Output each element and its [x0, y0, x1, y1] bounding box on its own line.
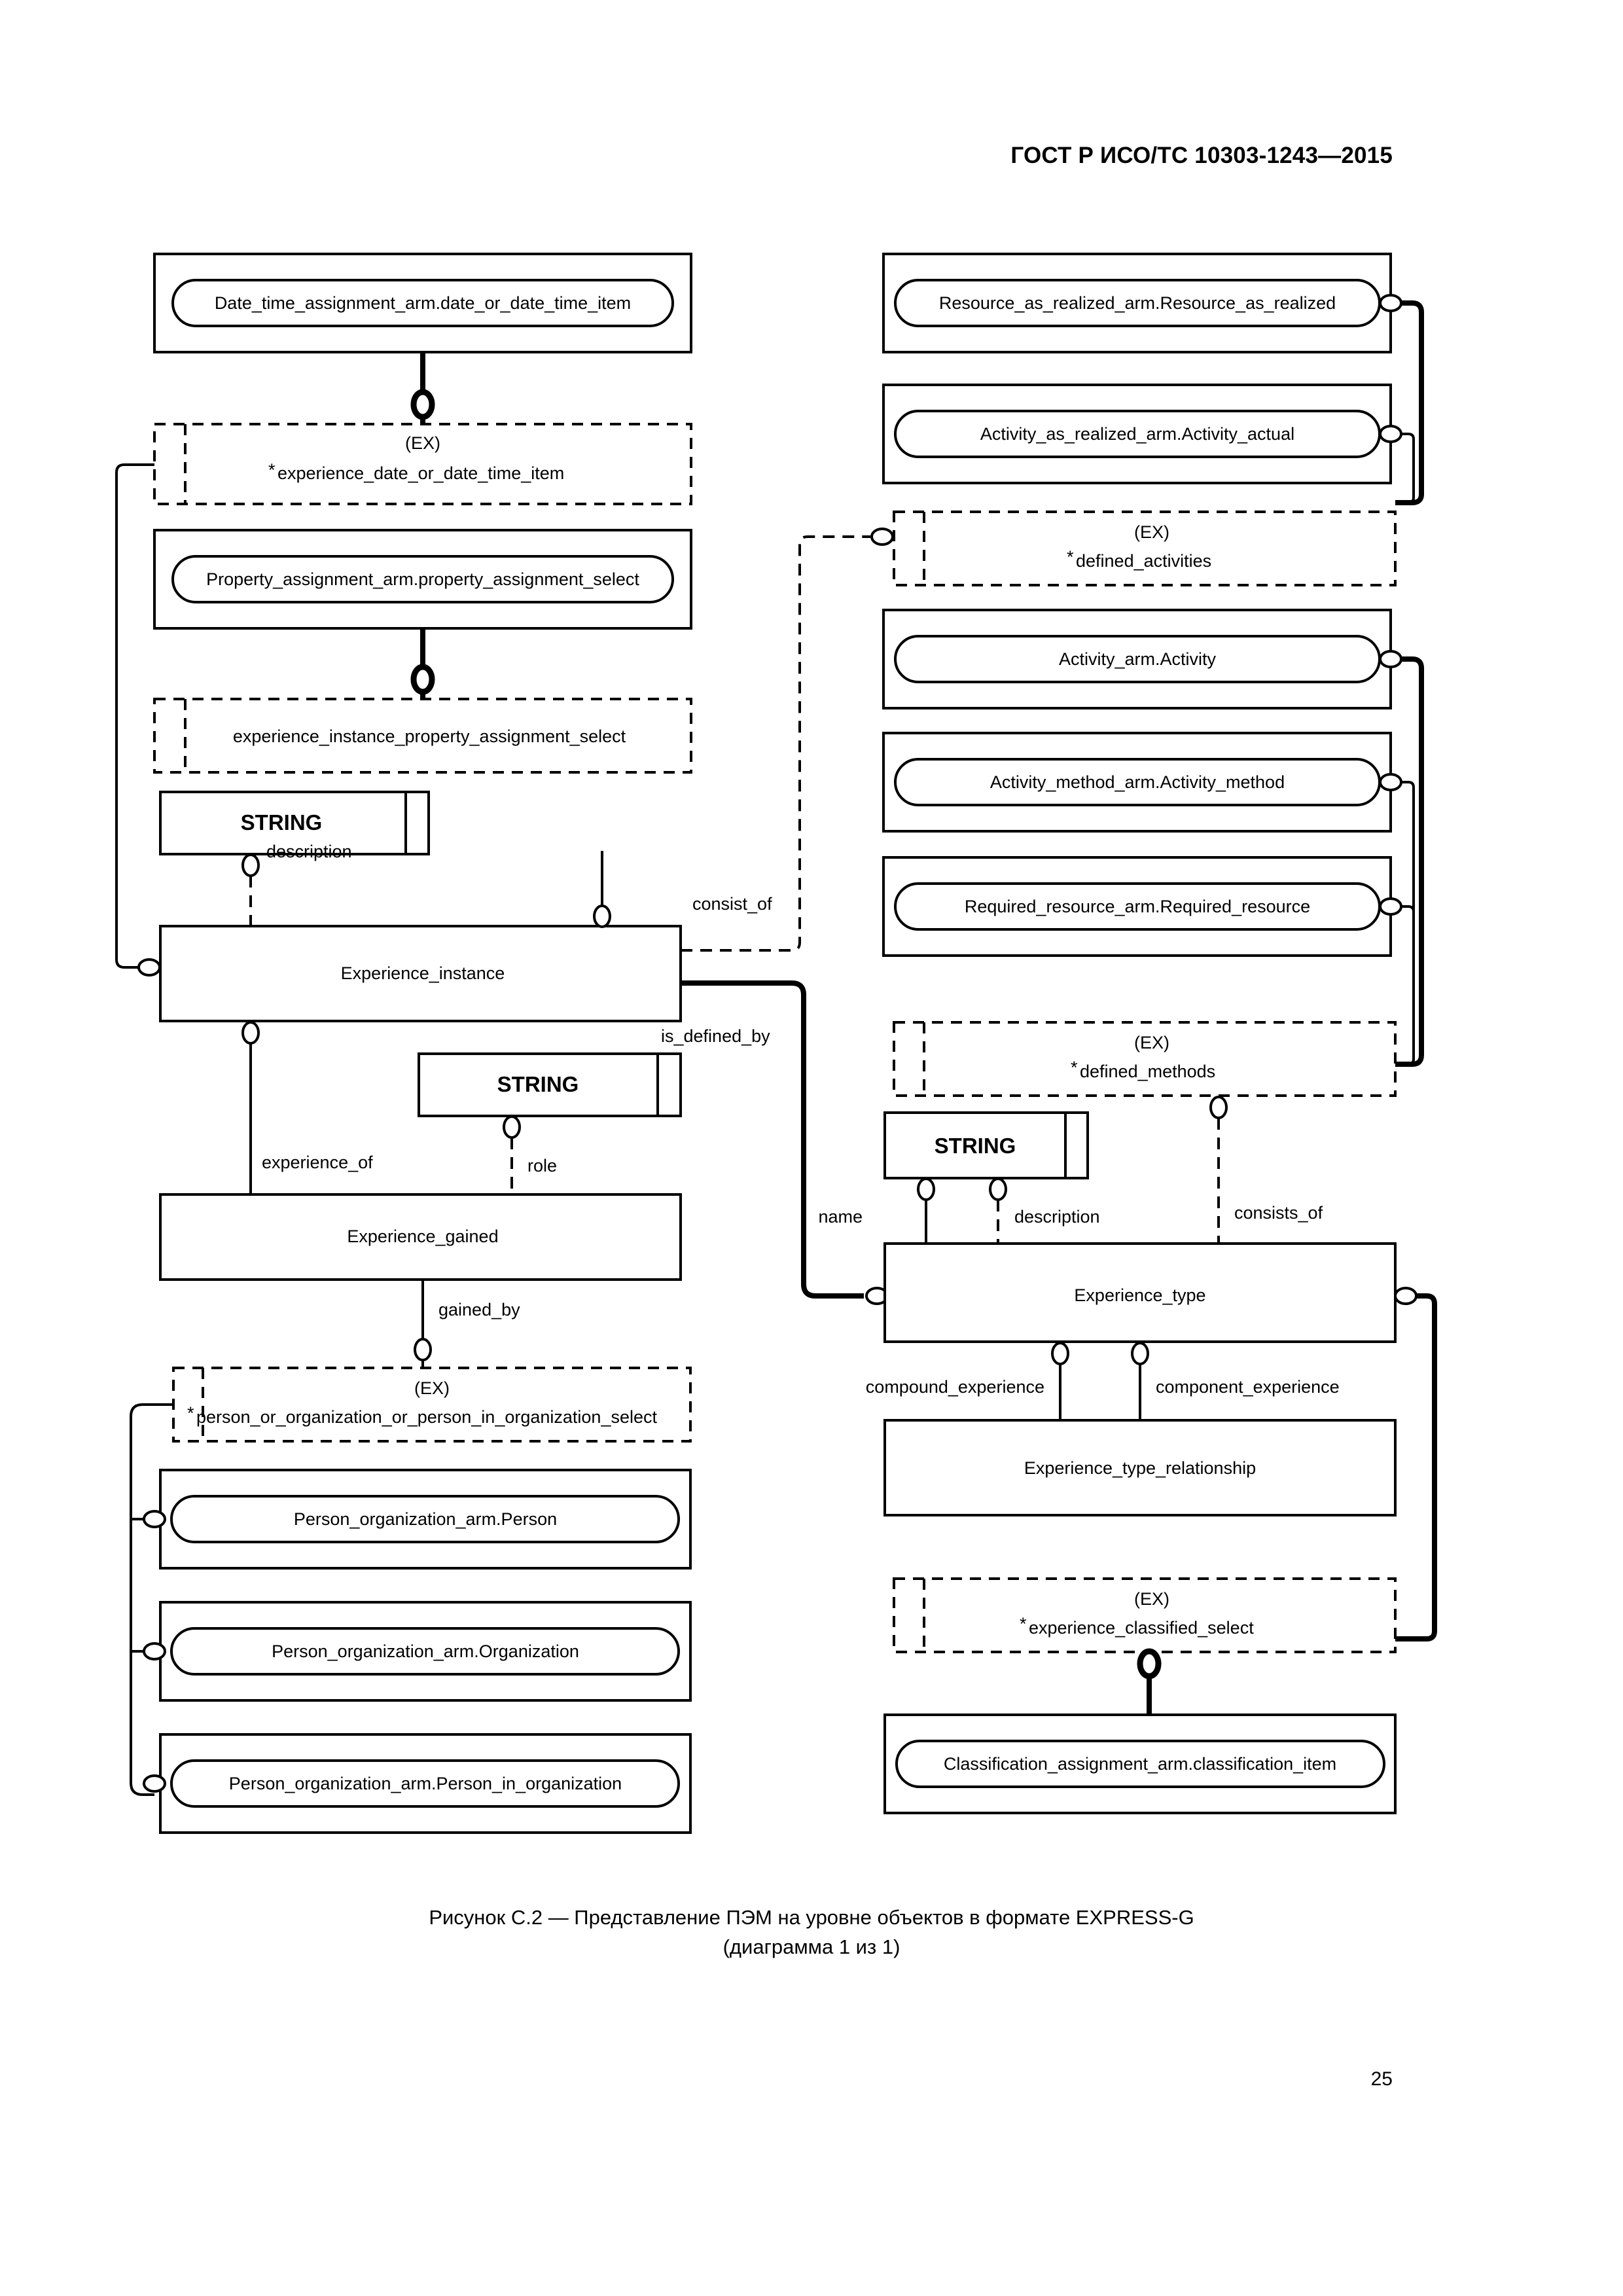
relation-circle: [1051, 1342, 1069, 1365]
document-header: ГОСТ Р ИСО/ТС 10303-1243—2015: [1010, 143, 1393, 168]
node-label: Resource_as_realized_arm.Resource_as_rea…: [939, 293, 1336, 313]
node-string-name-description: STRING: [883, 1111, 1089, 1179]
asterisk: *: [1067, 547, 1074, 567]
node-experience-gained: Experience_gained: [159, 1193, 682, 1281]
node-activity-method-page: Activity_method_arm.Activity_method: [882, 732, 1392, 833]
node-person-page: Person_organization_arm.Person: [159, 1469, 692, 1570]
relation-circle: [410, 389, 435, 420]
relation-circle: [1379, 773, 1402, 791]
node-experience-date-select: (EX) * experience_date_or_date_time_item: [153, 423, 692, 505]
node-resource-as-realized-page: Resource_as_realized_arm.Resource_as_rea…: [882, 253, 1392, 353]
node-string-role: STRING: [418, 1052, 682, 1117]
node-label: Property_assignment_arm.property_assignm…: [206, 569, 639, 589]
node-experience-instance: Experience_instance: [159, 925, 682, 1022]
node-experience-type: Experience_type: [883, 1242, 1397, 1343]
relation-circle: [1379, 294, 1402, 312]
node-label: Activity_arm.Activity: [1059, 649, 1217, 669]
relation-circle: [143, 1642, 166, 1660]
attr-label-description-right: description: [1014, 1207, 1100, 1227]
caption-line-1: Рисунок С.2 — Представление ПЭМ на уровн…: [429, 1906, 1194, 1929]
node-label: Date_time_assignment_arm.date_or_date_ti…: [215, 293, 631, 313]
node-label: Required_resource_arm.Required_resource: [965, 897, 1310, 916]
asterisk: *: [1020, 1614, 1027, 1634]
node-label: Person_organization_arm.Organization: [272, 1641, 579, 1661]
attr-label-consist-of: consist_of: [692, 894, 772, 914]
relation-circle: [593, 905, 611, 928]
node-label: experience_classified_select: [1029, 1618, 1254, 1638]
ex-marker: (EX): [1134, 522, 1169, 542]
relation-circle: [503, 1115, 521, 1139]
type-label: STRING: [497, 1072, 579, 1096]
attr-label-is-defined-by: is_defined_by: [661, 1026, 770, 1046]
relation-circle: [143, 1510, 166, 1528]
node-label: Person_organization_arm.Person_in_organi…: [229, 1774, 622, 1793]
attr-label-role: role: [527, 1156, 557, 1175]
node-label: Activity_method_arm.Activity_method: [990, 772, 1285, 792]
attr-label-description-left: description: [266, 842, 352, 861]
node-label: Experience_type: [1074, 1285, 1205, 1305]
attr-label-experience-of: experience_of: [262, 1153, 373, 1172]
node-label: experience_date_or_date_time_item: [277, 463, 564, 483]
type-label: STRING: [241, 810, 323, 834]
attr-label-compound-experience: compound_experience: [866, 1377, 1044, 1397]
relation-circle: [143, 1774, 166, 1793]
node-classification-item-page: Classification_assignment_arm.classifica…: [883, 1713, 1397, 1814]
node-label: experience_instance_property_assignment_…: [233, 726, 626, 746]
node-label: Experience_gained: [347, 1227, 498, 1246]
node-string-description-left: STRING: [159, 791, 430, 855]
node-organization-page: Person_organization_arm.Organization: [159, 1601, 692, 1702]
relation-circle: [241, 853, 260, 877]
relation-circle: [989, 1177, 1007, 1201]
node-experience-classified-select: (EX) * experience_classified_select: [893, 1577, 1397, 1653]
relation-circle: [414, 1338, 432, 1361]
node-defined-methods-select: (EX) * defined_methods: [893, 1021, 1397, 1097]
node-label: Experience_type_relationship: [1024, 1458, 1256, 1478]
relation-circle: [917, 1177, 935, 1201]
node-property-assignment-page: Property_assignment_arm.property_assignm…: [153, 529, 692, 630]
asterisk: *: [1071, 1058, 1078, 1077]
node-label: defined_methods: [1080, 1062, 1215, 1081]
node-activity-actual-page: Activity_as_realized_arm.Activity_actual: [882, 384, 1392, 484]
relation-circle: [137, 958, 161, 977]
asterisk: *: [187, 1403, 194, 1423]
node-label: Experience_instance: [341, 963, 505, 983]
relation-circle: [1394, 1287, 1418, 1305]
relation-circle: [1379, 897, 1402, 916]
node-person-in-organization-page: Person_organization_arm.Person_in_organi…: [159, 1733, 692, 1834]
node-label: person_or_organization_or_person_in_orga…: [196, 1407, 657, 1427]
node-person-or-org-select: (EX) * person_or_organization_or_person_…: [172, 1367, 692, 1443]
relation-circle: [410, 664, 435, 695]
ex-marker: (EX): [1134, 1589, 1169, 1609]
type-label: STRING: [935, 1134, 1016, 1158]
node-date-time-page: Date_time_assignment_arm.date_or_date_ti…: [153, 253, 692, 353]
figure-caption: Рисунок С.2 — Представление ПЭМ на уровн…: [0, 1903, 1623, 1962]
node-label: Person_organization_arm.Person: [294, 1509, 557, 1529]
asterisk: *: [268, 460, 276, 480]
attr-label-consists-of: consists_of: [1234, 1203, 1323, 1223]
relation-circle: [870, 528, 894, 546]
node-activity-page: Activity_arm.Activity: [882, 609, 1392, 709]
relation-circle: [241, 1021, 260, 1045]
caption-line-2: (диаграмма 1 из 1): [722, 1935, 901, 1958]
node-label: defined_activities: [1076, 551, 1211, 571]
attr-label-gained-by: gained_by: [438, 1300, 520, 1319]
relation-circle: [1137, 1648, 1162, 1679]
ex-marker: (EX): [1134, 1033, 1169, 1052]
node-label: Activity_as_realized_arm.Activity_actual: [980, 424, 1294, 444]
node-required-resource-page: Required_resource_arm.Required_resource: [882, 856, 1392, 957]
ex-marker: (EX): [405, 433, 440, 453]
attr-label-component-experience: component_experience: [1156, 1377, 1340, 1397]
node-experience-instance-property-select: experience_instance_property_assignment_…: [153, 698, 692, 774]
relation-circle: [1379, 425, 1402, 443]
ex-marker: (EX): [414, 1378, 450, 1398]
node-label: Classification_assignment_arm.classifica…: [944, 1754, 1336, 1774]
relation-circle: [1379, 650, 1402, 668]
node-experience-type-relationship: Experience_type_relationship: [883, 1419, 1397, 1516]
page-number: 25: [1370, 2068, 1393, 2090]
attr-label-name: name: [818, 1207, 863, 1227]
relation-circle: [1209, 1096, 1228, 1119]
relation-circle: [1131, 1342, 1149, 1365]
node-defined-activities-select: (EX) * defined_activities: [893, 511, 1397, 586]
